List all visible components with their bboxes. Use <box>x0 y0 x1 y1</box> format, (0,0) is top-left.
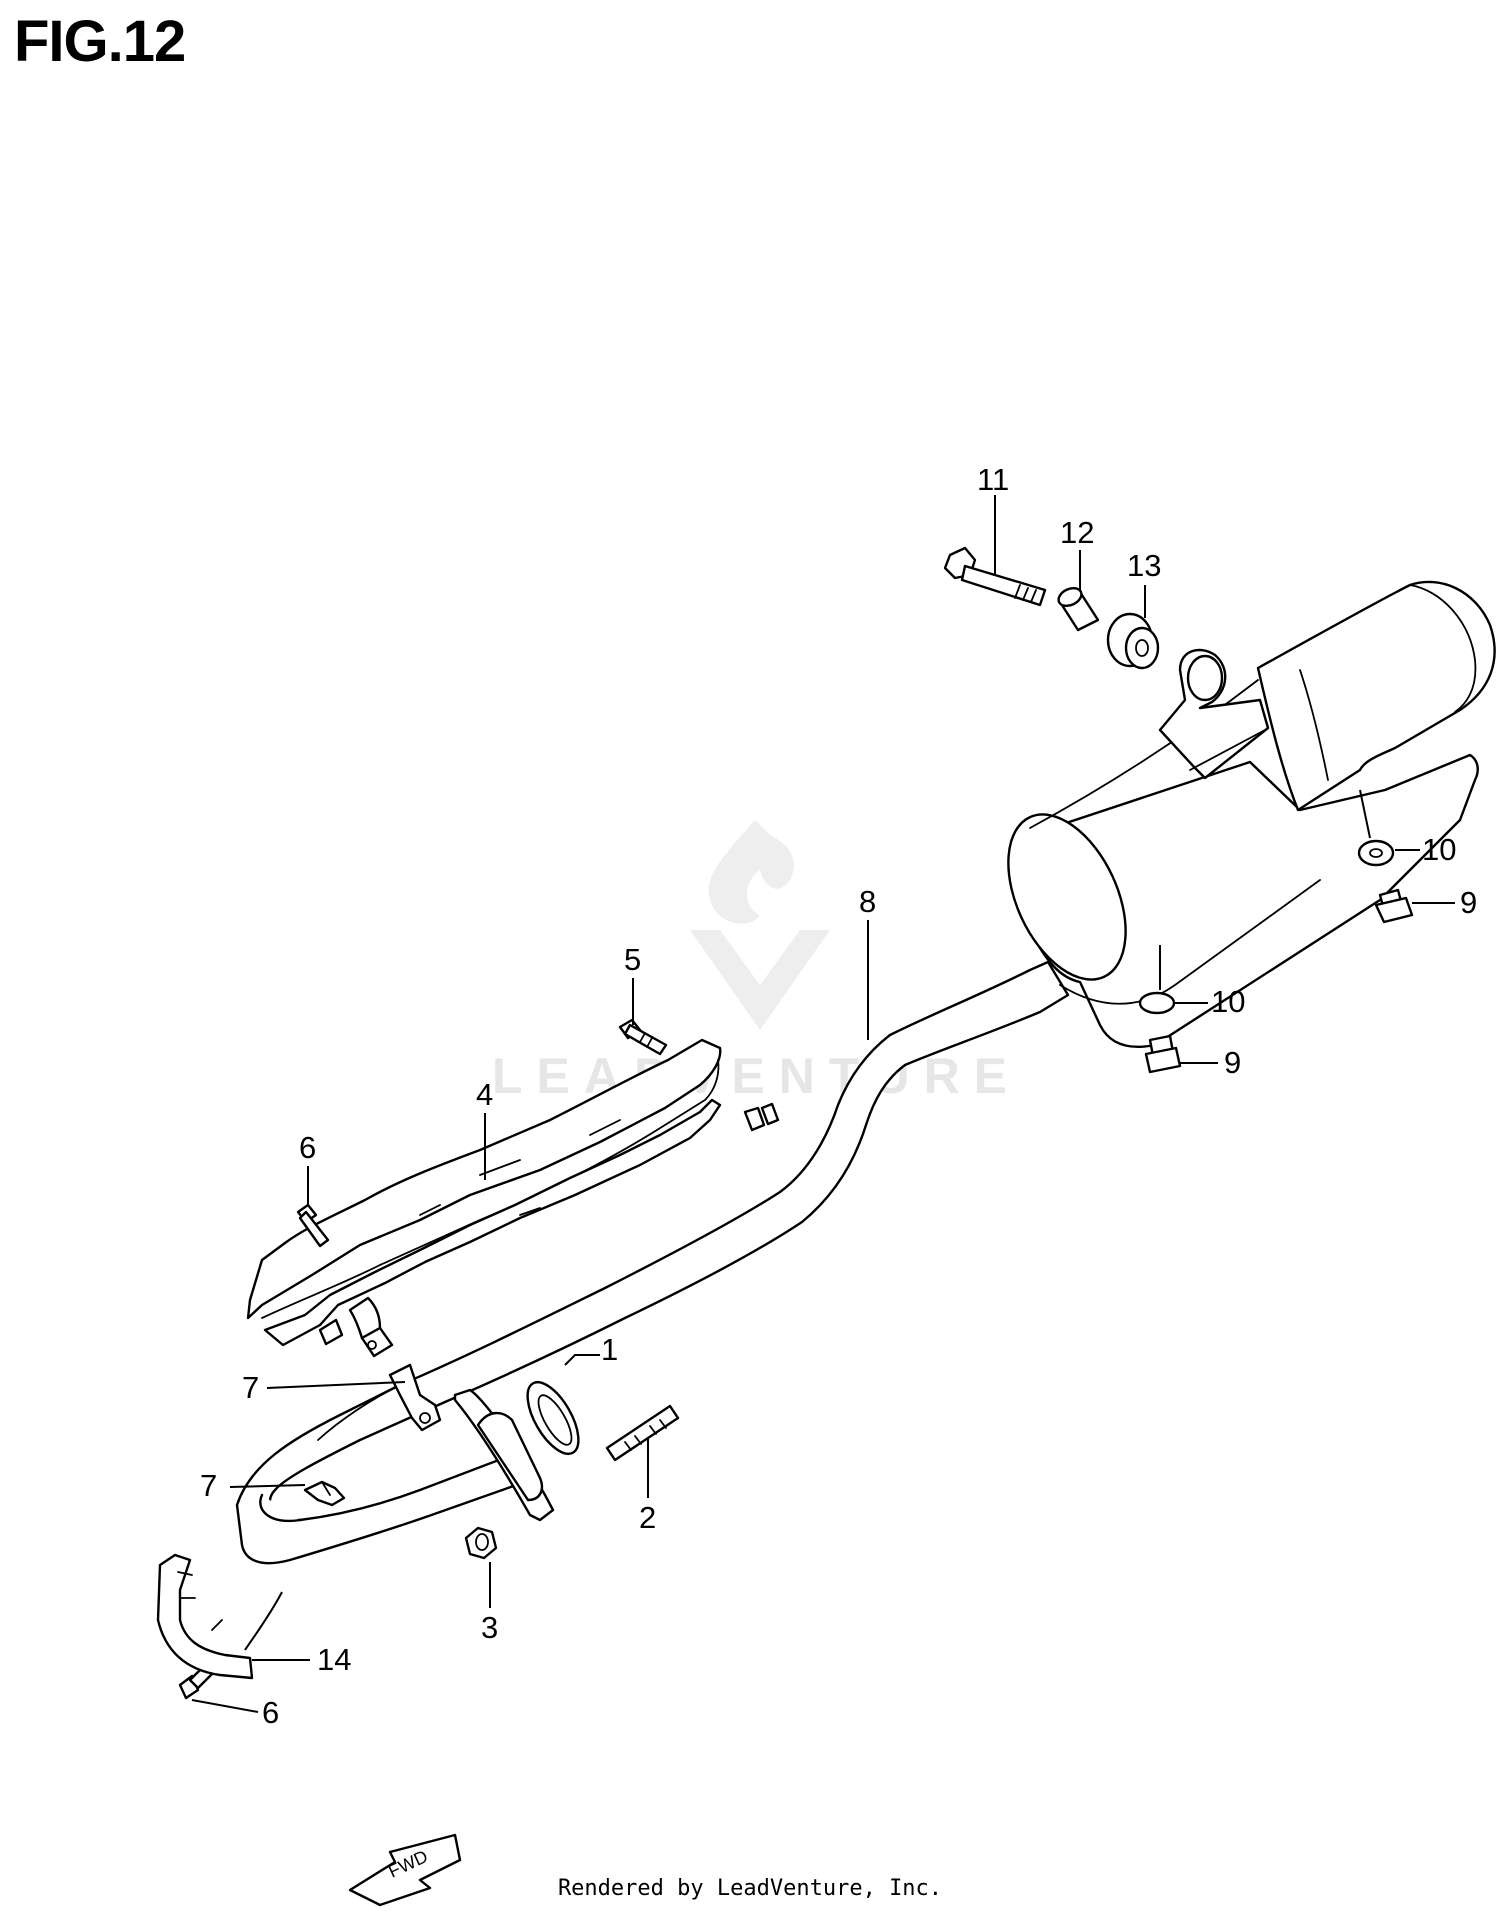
callout-7-lower: 7 <box>200 1468 217 1503</box>
leader-lines <box>191 495 1455 1713</box>
callout-11: 11 <box>977 462 1009 497</box>
part-14-protector <box>156 1553 254 1680</box>
callout-3: 3 <box>481 1610 498 1645</box>
callout-7-upper: 7 <box>242 1370 259 1405</box>
callout-6-upper: 6 <box>299 1130 316 1165</box>
callout-14: 14 <box>317 1642 351 1677</box>
part-6-screw-upper <box>296 1203 330 1248</box>
callout-10-upper: 10 <box>1422 832 1456 867</box>
muffler-assembly <box>235 580 1496 1565</box>
part-12-spacer <box>1057 586 1100 632</box>
callout-labels: 1 2 3 4 5 6 6 7 7 8 9 9 10 10 11 12 13 1… <box>200 462 1477 1730</box>
part-9-bolt-upper <box>1374 888 1414 924</box>
part-9-bolt-lower <box>1144 1034 1182 1074</box>
part-7-clamp-lower <box>303 1480 346 1507</box>
fwd-direction-arrow: FWD <box>348 1833 462 1907</box>
part-1-gasket <box>526 1381 580 1455</box>
callout-2: 2 <box>639 1500 656 1535</box>
callout-6-lower: 6 <box>262 1695 279 1730</box>
callout-9-upper: 9 <box>1460 885 1477 920</box>
callout-8: 8 <box>859 884 876 919</box>
callout-13: 13 <box>1127 548 1161 583</box>
watermark-text: LEADVENTURE <box>492 1048 1021 1104</box>
callout-10-lower: 10 <box>1211 984 1245 1019</box>
figure-title: FIG.12 <box>14 9 186 74</box>
part-10-washer-upper <box>1357 839 1395 867</box>
callout-1: 1 <box>601 1332 618 1367</box>
part-3-nut <box>464 1526 498 1560</box>
watermark: LEADVENTURE <box>492 820 1021 1104</box>
part-2-stud <box>605 1404 680 1462</box>
callout-4: 4 <box>476 1077 493 1112</box>
callout-5: 5 <box>624 942 641 977</box>
part-11-bolt <box>943 546 1047 607</box>
part-10-washer-lower <box>1138 991 1176 1015</box>
callout-12: 12 <box>1060 515 1094 550</box>
render-credit: Rendered by LeadVenture, Inc. <box>557 1876 943 1901</box>
part-13-cushion <box>1106 612 1160 670</box>
part-5-bolt <box>618 1018 668 1056</box>
callout-9-lower: 9 <box>1224 1045 1241 1080</box>
